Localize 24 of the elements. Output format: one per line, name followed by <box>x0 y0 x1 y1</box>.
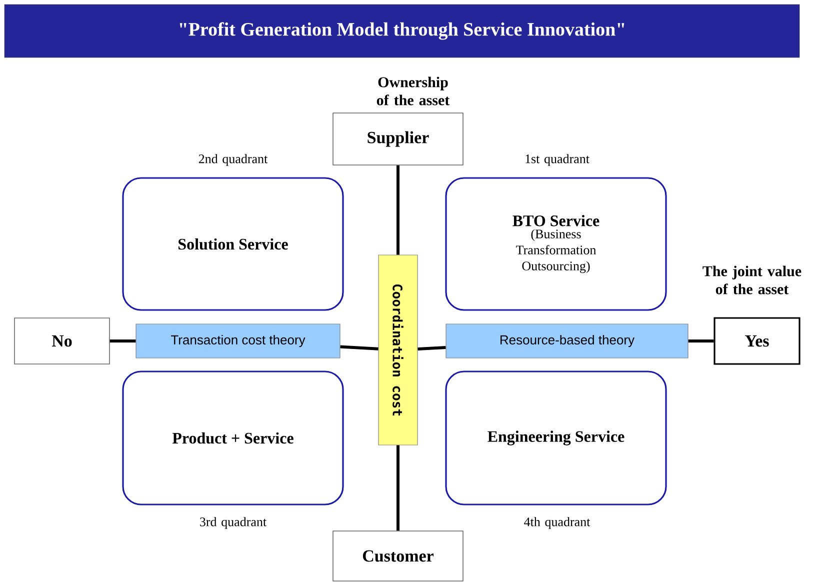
answer-box: Customer <box>332 530 464 582</box>
theory-box: Resource-based theory <box>446 324 688 358</box>
title-banner: "Profit Generation Model through Service Innovation" <box>4 4 800 58</box>
connector-line <box>340 345 378 350</box>
answer-box: Yes <box>714 317 800 365</box>
connector-line <box>418 346 446 350</box>
cost-bar: Coordination cost <box>378 254 418 446</box>
answer-box: No <box>14 318 110 364</box>
connector-line <box>396 165 400 255</box>
answer-box: Supplier <box>332 112 464 166</box>
quadrant-label: 3rd quadrant <box>200 517 266 529</box>
service-box: Solution Service <box>122 177 344 311</box>
service-box: BTO Service (Business Transformation Outsourcing) <box>445 177 667 311</box>
connector-line <box>688 340 714 342</box>
connector-line <box>396 445 400 531</box>
connector-line <box>110 340 136 342</box>
axis-heading: The joint value of the asset <box>702 266 802 294</box>
service-box: Engineering Service <box>445 370 667 506</box>
axis-heading: Ownership of the asset <box>376 76 450 106</box>
quadrant-label: 4th quadrant <box>524 517 590 529</box>
quadrant-label: 2nd quadrant <box>198 154 268 166</box>
service-box: Product + Service <box>122 370 344 506</box>
theory-box: Transaction cost theory <box>136 324 340 358</box>
quadrant-label: 1st quadrant <box>526 154 590 166</box>
